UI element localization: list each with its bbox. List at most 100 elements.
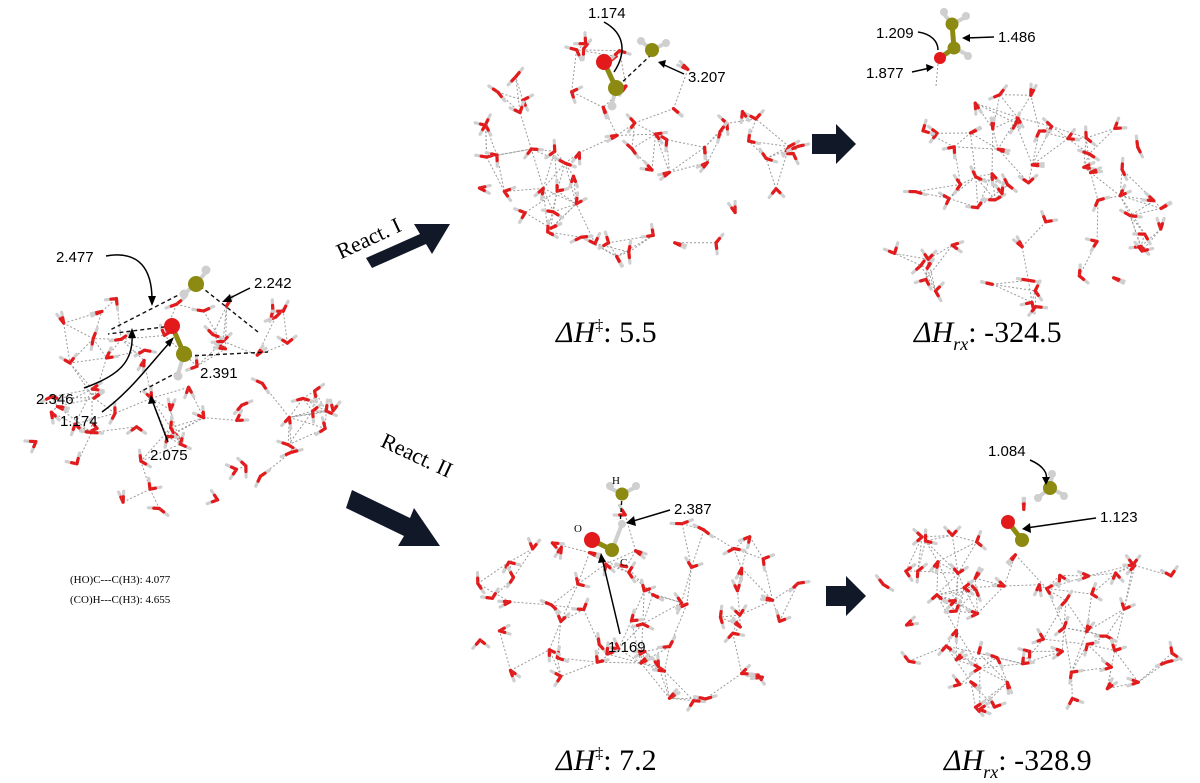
- oh-bond-oxygen-half: [923, 539, 933, 544]
- water-molecule: [523, 147, 544, 160]
- oh-bond-oxygen-half: [747, 535, 752, 544]
- oh-bond-oxygen-half: [954, 653, 962, 662]
- oh-bond-oxygen-half: [1128, 558, 1135, 567]
- oh-bond-oxygen-half: [229, 465, 239, 471]
- water-molecule: [950, 240, 965, 254]
- oh-bond-oxygen-half: [951, 628, 959, 637]
- water-molecule: [324, 398, 338, 418]
- oxygen-atom: [164, 318, 180, 334]
- hydrogen-bond: [282, 311, 288, 344]
- oh-bond-oxygen-half: [641, 583, 646, 593]
- oh-bond-oxygen-half: [878, 578, 885, 587]
- hydrogen-bond: [664, 670, 694, 702]
- hydrogen-atom: [662, 39, 670, 47]
- water-molecule: [550, 541, 565, 553]
- water-molecule: [1082, 161, 1097, 171]
- water-molecule: [1159, 200, 1173, 211]
- hydrogen-bond: [954, 146, 999, 150]
- oh-bond-oxygen-half: [907, 659, 916, 664]
- water-molecule: [739, 109, 751, 125]
- hydrogen-bond: [69, 357, 107, 364]
- water-molecule: [912, 527, 924, 546]
- oh-bond-oxygen-half: [919, 259, 926, 268]
- water-molecule: [965, 196, 986, 210]
- pointer-2346: [83, 333, 133, 389]
- water-molecule: [570, 151, 582, 166]
- hydrogen-bond: [203, 417, 237, 421]
- hydrogen-bond: [925, 540, 939, 563]
- hydrogen-bond: [957, 573, 965, 588]
- oh-bond-oxygen-half: [518, 105, 524, 115]
- water-molecule: [612, 503, 627, 517]
- water-molecule: [1017, 173, 1039, 185]
- arrowhead: [148, 395, 156, 404]
- water-molecule: [973, 566, 984, 580]
- oh-bond-oxygen-half: [1068, 696, 1074, 705]
- oh-bond-oxygen-half: [747, 139, 756, 144]
- oh-bond-oxygen-half: [1113, 571, 1121, 579]
- label-1174: 1.174: [60, 413, 98, 430]
- hydrogen-bond: [1021, 221, 1047, 248]
- arrowhead: [1042, 477, 1050, 485]
- oh-bond-oxygen-half: [236, 403, 244, 412]
- oh-bond-oxygen-half: [1088, 168, 1098, 175]
- water-molecule: [740, 664, 755, 676]
- water-molecule: [23, 439, 38, 454]
- hydrogen-atom: [179, 289, 189, 299]
- oh-bond-oxygen-half: [169, 426, 175, 435]
- oh-bond-oxygen-half: [641, 622, 650, 629]
- oh-bond-oxygen-half: [633, 549, 642, 556]
- oh-bond-oxygen-half: [892, 246, 898, 256]
- oh-bond-oxygen-half: [602, 241, 611, 248]
- carbon-atom: [947, 41, 961, 55]
- water-molecule: [656, 635, 677, 650]
- water-molecule: [684, 556, 704, 569]
- carbon-atom: [1015, 533, 1029, 547]
- water-molecule: [947, 628, 959, 644]
- oh-bond-oxygen-half: [973, 571, 979, 580]
- hydrogen-bond: [484, 124, 498, 156]
- water-molecule: [276, 334, 298, 345]
- hydrogen-bond: [551, 604, 584, 610]
- oh-bond-oxygen-half: [1159, 204, 1168, 211]
- water-molecule: [925, 256, 935, 270]
- oh-bond-oxygen-half: [273, 311, 282, 319]
- hydrogen-bond: [1129, 215, 1146, 235]
- hydrogen-bond: [149, 488, 160, 509]
- water-molecule: [978, 701, 992, 716]
- water-molecule: [255, 344, 268, 357]
- oh-bond-oxygen-half: [84, 430, 94, 435]
- label-ts1-3207: 3.207: [688, 69, 726, 86]
- water-molecule: [314, 416, 327, 437]
- water-molecule: [731, 578, 743, 593]
- hydrogen-bond: [551, 583, 579, 606]
- oh-bond-oxygen-half: [1082, 163, 1091, 169]
- hydrogen-bond: [1119, 195, 1146, 235]
- oh-bond-oxygen-half: [1104, 665, 1113, 671]
- oh-bond-oxygen-half: [216, 339, 225, 344]
- oh-bond-oxygen-half: [629, 121, 637, 129]
- hydrogen-bond: [571, 91, 604, 108]
- water-molecule: [1011, 235, 1024, 249]
- pointer-p2-1123: [1025, 517, 1097, 529]
- hydrogen-bond: [508, 548, 533, 563]
- oh-bond-oxygen-half: [993, 93, 1002, 99]
- hydrogen-bond: [644, 590, 682, 604]
- water-molecule: [640, 222, 655, 239]
- hydrogen-bond: [560, 661, 598, 677]
- water-molecule: [775, 609, 792, 623]
- water-molecule: [911, 255, 929, 275]
- label-p1-1877: 1.877: [866, 65, 904, 82]
- hydrogen-bond: [937, 561, 956, 601]
- hydrogen-bond: [925, 534, 953, 542]
- water-molecule: [1053, 615, 1070, 637]
- water-molecule: [965, 608, 980, 621]
- water-molecule: [985, 652, 1004, 670]
- water-molecule: [192, 405, 206, 420]
- hydrogen-bond: [1091, 572, 1116, 595]
- hydrogen-bond: [1027, 280, 1033, 303]
- hydrogen-bond: [705, 673, 742, 700]
- oh-bond-oxygen-half: [944, 644, 953, 651]
- oh-bond-oxygen-half: [1087, 152, 1096, 159]
- oh-bond-oxygen-half: [978, 707, 987, 714]
